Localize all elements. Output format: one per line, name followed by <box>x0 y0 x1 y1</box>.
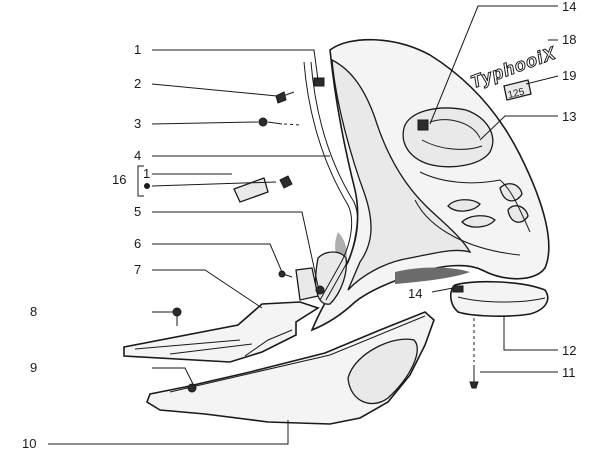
callout-3: 3 <box>134 116 141 131</box>
callout-16: 16 <box>112 172 126 187</box>
lower-cover-edge <box>169 315 426 393</box>
callout-8: 8 <box>30 304 37 319</box>
callout-1: 1 <box>134 42 141 57</box>
headlight-lens <box>421 119 483 150</box>
lower-cover-recess <box>347 338 418 405</box>
footboard <box>123 301 320 363</box>
indicator-lens <box>507 205 529 223</box>
decal-badge-text: 125 <box>507 86 526 101</box>
edge-strip-inner <box>310 61 359 301</box>
callout-11: 11 <box>562 365 576 380</box>
footboard-rib <box>244 329 293 357</box>
edge-strip <box>303 61 353 301</box>
leader-lines <box>48 5 559 445</box>
callout-4: 4 <box>134 148 141 163</box>
callout-10: 10 <box>22 436 36 451</box>
clip-fastener <box>313 77 325 87</box>
headlight-bulb-mark <box>417 119 429 131</box>
callout-12: 12 <box>562 343 576 358</box>
callout-14-lower: 14 <box>408 286 422 301</box>
splash-guard-rim <box>457 296 546 303</box>
shield-lower-shade <box>395 267 470 284</box>
kit-plate <box>233 177 269 203</box>
callout-6: 6 <box>134 236 141 251</box>
callout-2: 2 <box>134 76 141 91</box>
clip-14-lower <box>452 285 464 293</box>
indicator-lens <box>499 183 523 202</box>
screw-3 <box>258 117 283 127</box>
callout-19: 19 <box>562 68 576 83</box>
callout-7: 7 <box>134 262 141 277</box>
callout-14-top: 14 <box>562 0 576 14</box>
screw-11 <box>469 365 479 389</box>
callout-5: 5 <box>134 204 141 219</box>
callout-9: 9 <box>30 360 37 375</box>
bracket <box>295 267 319 301</box>
shield-inner-panel <box>331 58 472 291</box>
callout-13: 13 <box>562 109 576 124</box>
decal-badge: 125 <box>503 79 532 101</box>
screw-8 <box>172 307 182 326</box>
callout-16-sub: 1 <box>143 166 150 181</box>
shield-trim <box>414 171 531 256</box>
screw-9 <box>187 383 197 393</box>
callout-18: 18 <box>562 32 576 47</box>
indicator-lens <box>447 199 481 212</box>
splash-guard <box>449 280 549 317</box>
footboard-rib <box>134 339 253 355</box>
screw-6 <box>278 270 293 278</box>
bracket-hole <box>315 285 325 295</box>
kit-clip <box>279 175 293 189</box>
indicator-lens <box>461 215 496 228</box>
screw-2 <box>275 91 295 104</box>
callout-numbers: 1 2 3 4 16 1 5 6 7 8 9 10 11 12 13 14 14… <box>22 0 576 451</box>
